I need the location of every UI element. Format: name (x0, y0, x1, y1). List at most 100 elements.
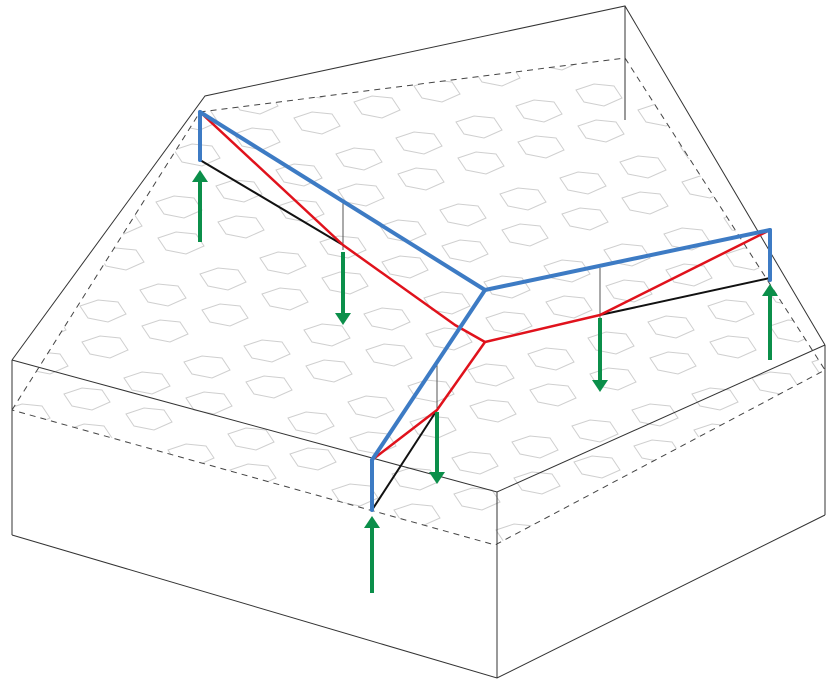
tile-cell (365, 343, 413, 367)
tile-cell (575, 83, 623, 107)
tile-cell (769, 319, 817, 343)
tile-cell (755, 58, 803, 59)
black-crease-right (599, 277, 771, 316)
tile-cell (214, 552, 260, 574)
tile-cell (349, 431, 397, 455)
tile-cell (47, 475, 95, 499)
arrow-down-icon (592, 318, 608, 392)
tile-cell (97, 247, 145, 271)
tile-cell (287, 411, 335, 435)
tile-cell (51, 139, 99, 163)
red-crease-left (199, 111, 486, 344)
bottom-front-edge (11, 514, 826, 679)
tile-cell (249, 58, 297, 63)
tile-cell (261, 287, 309, 311)
tile-cell (425, 327, 473, 351)
tile-cell (435, 539, 483, 545)
tile-cell (695, 58, 743, 75)
dashed-level-outline (11, 57, 826, 546)
tile-cell (457, 151, 505, 175)
tile-cell (691, 387, 739, 411)
tile-cell (785, 231, 825, 255)
tile-cell (319, 235, 367, 259)
tile-cell (217, 215, 265, 239)
tile-cell (129, 71, 177, 95)
tile-cell (12, 243, 23, 267)
arrow-up-icon (762, 284, 778, 360)
tile-cell (485, 311, 533, 335)
black-crease-left (199, 159, 344, 246)
tile-cell (275, 163, 323, 187)
tile-cell (139, 283, 187, 307)
tile-cell (381, 255, 429, 279)
blue-ridge-right (483, 228, 772, 292)
tile-cell (79, 299, 127, 323)
tile-cell (183, 355, 231, 379)
tile-cell (259, 251, 307, 275)
tile-cell (289, 447, 337, 471)
tile-cell (397, 167, 445, 191)
tile-cell (63, 387, 111, 411)
tile-cell (439, 203, 487, 227)
tile-cell (453, 487, 501, 511)
tile-cell (321, 271, 369, 295)
tile-cell (12, 439, 53, 463)
tile-cell (571, 419, 619, 443)
tile-cell (529, 383, 577, 407)
tile-cell (467, 363, 515, 387)
tile-cell (353, 95, 401, 119)
tile-cell (81, 335, 129, 359)
tile-cell (53, 175, 101, 199)
tile-cell (451, 451, 499, 475)
force-arrows (192, 170, 778, 593)
tile-cell (757, 71, 805, 95)
tile-cell (12, 491, 35, 515)
arrow-head (364, 516, 380, 528)
tile-cell (561, 207, 609, 231)
tile-cell (49, 511, 97, 535)
tile-cell (111, 123, 159, 147)
tile-cell (335, 147, 383, 171)
tile-cell (559, 171, 607, 195)
tile-cell (555, 507, 603, 531)
black-crease-bottom (371, 409, 438, 511)
tile-cell (303, 323, 351, 347)
tile-cell (735, 459, 783, 483)
tile-cell (817, 58, 825, 79)
tile-cell (231, 91, 279, 115)
tile-cell (376, 556, 422, 578)
tile-cell (587, 331, 635, 355)
tile-cell (69, 87, 117, 111)
tile-cell (127, 58, 175, 59)
tile-cell (316, 572, 362, 594)
tile-cell (679, 139, 727, 163)
tile-cell (473, 63, 521, 87)
tile-cell (155, 195, 203, 219)
tile-cell (21, 351, 69, 375)
blue-ridges (198, 110, 772, 512)
tile-cell (113, 159, 161, 183)
tile-cell (37, 263, 85, 287)
vertical-guides (342, 200, 601, 410)
tile-cell (233, 127, 281, 151)
tile-cell (245, 375, 293, 399)
tile-cell (12, 103, 57, 127)
tile-cell (107, 459, 155, 483)
tile-cell (305, 359, 353, 383)
block-outline (11, 5, 826, 679)
arrow-up-icon (364, 516, 380, 593)
tile-cell (753, 407, 801, 431)
tile-cell (709, 335, 757, 359)
tile-cell (199, 267, 247, 291)
black-creases (199, 159, 771, 511)
tile-cell (495, 523, 543, 545)
tile-cell (483, 275, 531, 299)
tile-cell (12, 403, 51, 427)
tile-cell (169, 479, 217, 503)
tile-cell (273, 535, 321, 545)
tile-cell (527, 347, 575, 371)
arrow-head (592, 380, 608, 392)
red-crease-bottom (371, 341, 487, 461)
tile-cell (167, 443, 215, 467)
tile-cell (594, 32, 640, 54)
